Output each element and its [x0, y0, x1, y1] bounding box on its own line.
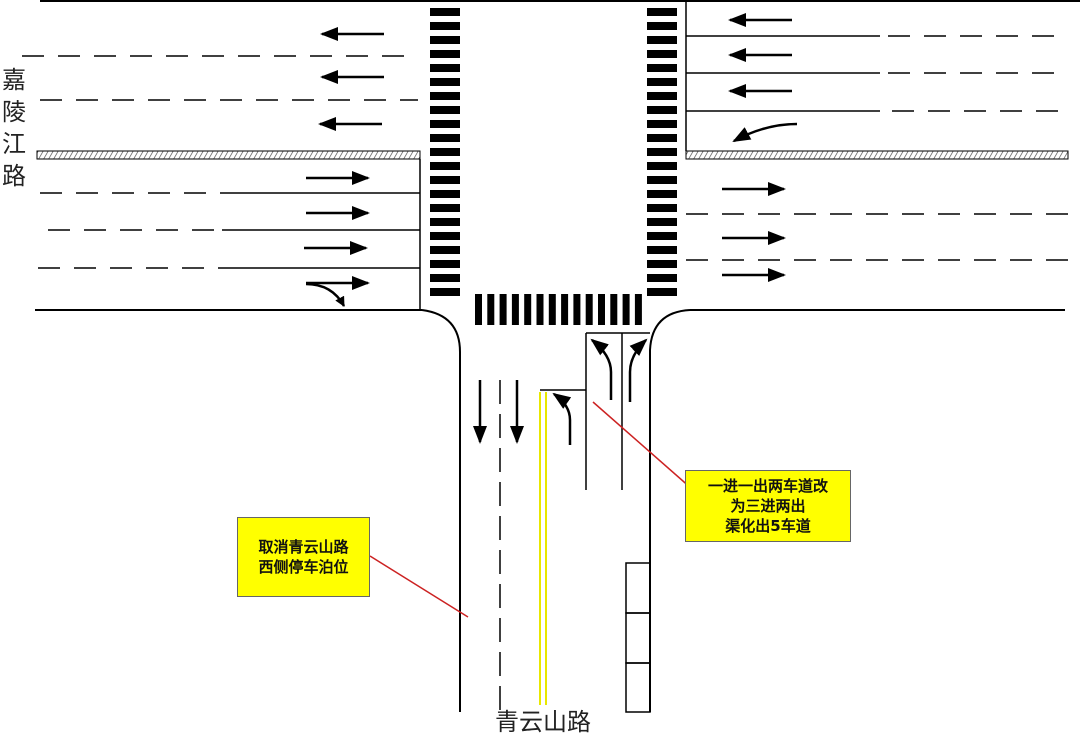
crosswalk-west-stripe	[430, 78, 460, 86]
crosswalk-east-stripe	[647, 148, 677, 156]
crosswalk-east-stripe	[647, 92, 677, 100]
crosswalk-south-stripe	[561, 294, 569, 325]
crosswalk-west-stripe	[430, 204, 460, 212]
note-right-line-2: 为三进两出	[730, 497, 806, 515]
corner-curve-left	[421, 309, 461, 712]
crosswalk-west-stripe	[430, 176, 460, 184]
parking-bay-1	[625, 562, 651, 614]
crosswalk-east-stripe	[647, 8, 677, 16]
crosswalk-south-stripe	[536, 294, 544, 325]
crosswalk-west-stripe	[430, 232, 460, 240]
west-right-turn-arrow	[305, 282, 346, 307]
crosswalk-east-stripe	[647, 176, 677, 184]
crosswalk-east-stripe	[647, 260, 677, 268]
crosswalk-south-stripe	[524, 294, 532, 325]
crosswalk-west-stripe	[430, 50, 460, 58]
south-left-turn-arrow-2	[628, 338, 648, 402]
corner-curve-right	[649, 309, 691, 712]
crosswalk-east-stripe	[647, 204, 677, 212]
median-right	[685, 150, 1069, 160]
west-dashed-lines	[22, 55, 418, 269]
crosswalk-west-stripe	[430, 36, 460, 44]
south-straight-left-arrow	[590, 338, 613, 400]
crosswalk-east-stripe	[647, 50, 677, 58]
lane-arrows	[304, 13, 798, 445]
crosswalk-south-stripe	[475, 294, 482, 325]
crosswalk-south-stripe	[499, 294, 507, 325]
crosswalk-east-stripe	[647, 246, 677, 254]
road-name-qingyunshan: 青云山路	[495, 708, 591, 734]
crosswalk-south-stripe	[622, 294, 630, 325]
crosswalk-west-stripe	[430, 260, 460, 268]
crosswalks	[430, 8, 677, 325]
crosswalk-west-stripe	[430, 162, 460, 170]
crosswalk-south-stripe	[585, 294, 593, 325]
crosswalk-east-stripe	[647, 162, 677, 170]
note-right-line-1: 一进一出两车道改	[707, 477, 828, 495]
crosswalk-south-stripe	[511, 294, 519, 325]
crosswalk-west-stripe	[430, 64, 460, 72]
note-left: 取消青云山路 西侧停车泊位	[237, 517, 370, 597]
parking-bays	[625, 562, 651, 713]
crosswalk-west-stripe	[430, 190, 460, 198]
crosswalk-south-stripe	[598, 294, 605, 325]
crosswalk-west-stripe	[430, 246, 460, 254]
crosswalk-east-stripe	[647, 274, 677, 282]
note-left-line-1: 取消青云山路	[258, 538, 349, 556]
crosswalk-east-stripe	[647, 64, 677, 72]
crosswalk-east-stripe	[647, 120, 677, 128]
crosswalk-west-stripe	[430, 92, 460, 100]
crosswalk-east-stripe	[647, 218, 677, 226]
parking-bay-3	[625, 662, 651, 713]
center-line	[539, 392, 547, 705]
crosswalk-south-stripe	[634, 294, 642, 325]
parking-bay-2	[625, 612, 651, 664]
crosswalk-west-stripe	[430, 218, 460, 226]
east-left-turn-arrow	[732, 122, 798, 143]
median-left	[36, 150, 421, 160]
crosswalk-west-stripe	[430, 288, 460, 296]
crosswalk-east-stripe	[647, 22, 677, 30]
crosswalk-west-stripe	[430, 8, 460, 16]
south-lane-lines	[499, 332, 650, 712]
crosswalk-south-stripe	[610, 294, 618, 325]
crosswalk-south-stripe	[487, 294, 495, 325]
crosswalk-south-stripe	[548, 294, 556, 325]
leader-line-right	[592, 401, 701, 497]
road-name-jialingjiang: 嘉 陵 江 路	[2, 66, 26, 190]
crosswalk-west-stripe	[430, 148, 460, 156]
east-dashed-lines	[686, 35, 1070, 261]
crosswalk-west-stripe	[430, 274, 460, 282]
road-edges	[35, 0, 1080, 712]
note-left-line-2: 西侧停车泊位	[258, 558, 349, 576]
crosswalk-east-stripe	[647, 36, 677, 44]
east-lane-lines	[685, 1, 880, 151]
crosswalk-east-stripe	[647, 78, 677, 86]
crosswalk-west-stripe	[430, 120, 460, 128]
crosswalk-west-stripe	[430, 134, 460, 142]
crosswalk-west-stripe	[430, 22, 460, 30]
leader-lines	[369, 401, 701, 618]
west-lane-lines	[222, 159, 421, 310]
crosswalk-south-stripe	[573, 294, 581, 325]
crosswalk-west-stripe	[430, 106, 460, 114]
south-left-turn-arrow-1	[552, 392, 572, 445]
crosswalk-east-stripe	[647, 232, 677, 240]
note-right: 一进一出两车道改 为三进两出 渠化出5车道	[685, 470, 851, 542]
crosswalk-east-stripe	[647, 190, 677, 198]
crosswalk-east-stripe	[647, 106, 677, 114]
crosswalk-east-stripe	[647, 288, 677, 296]
crosswalk-east-stripe	[647, 134, 677, 142]
note-right-line-3: 渠化出5车道	[725, 517, 811, 535]
leader-line-left	[369, 555, 469, 618]
